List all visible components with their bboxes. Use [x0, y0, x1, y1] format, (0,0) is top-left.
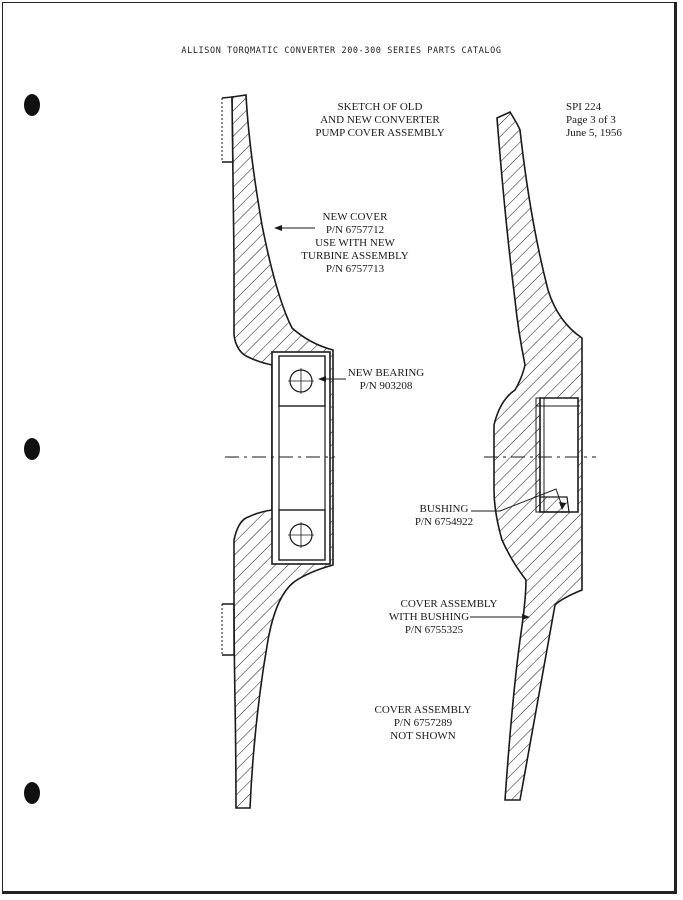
spi-number: SPI 224 [566, 101, 602, 113]
cover-assembly-bushing-label-2: WITH BUSHING [388, 611, 470, 623]
cover-assembly-label-2: P/N 6757289 [393, 717, 453, 729]
bushing-label-2: P/N 6754922 [414, 516, 474, 528]
sheet-title-line-1: SKETCH OF OLD [337, 101, 423, 113]
binder-hole-bottom [24, 782, 40, 804]
sheet-title-line-3: PUMP COVER ASSEMBLY [315, 127, 445, 139]
new-cover-label-1: NEW COVER [322, 211, 388, 223]
page-border [2, 2, 677, 894]
cover-flange-top [221, 96, 234, 163]
new-cover-label-4: TURBINE ASSEMBLY [301, 250, 409, 262]
catalog-header: ALLISON TORQMATIC CONVERTER 200-300 SERI… [181, 46, 502, 56]
cover-assembly-label-1: COVER ASSEMBLY [374, 704, 472, 716]
new-bearing-label-1: NEW BEARING [347, 367, 425, 379]
cover-flange-bottom [222, 603, 235, 656]
cover-assembly-bushing-label-3: P/N 6755325 [404, 624, 464, 636]
page-number: Page 3 of 3 [566, 114, 616, 126]
new-bearing-label-2: P/N 903208 [359, 380, 413, 392]
new-cover-label-3: USE WITH NEW [315, 237, 395, 249]
binder-hole-middle [24, 438, 40, 460]
leader-bushing [471, 488, 563, 512]
sheet-date: June 5, 1956 [566, 127, 622, 139]
cover-assembly-label-3: NOT SHOWN [390, 730, 456, 742]
bushing-bore [539, 397, 579, 513]
new-cover-label-5: P/N 6757713 [325, 263, 385, 275]
binder-hole-top [24, 94, 40, 116]
cover-assembly-bushing-label-1: COVER ASSEMBLY [400, 598, 498, 610]
sheet-title-line-2: AND NEW CONVERTER [320, 114, 440, 126]
bushing-label-1: BUSHING [419, 503, 469, 515]
new-cover-label-2: P/N 6757712 [325, 224, 385, 236]
